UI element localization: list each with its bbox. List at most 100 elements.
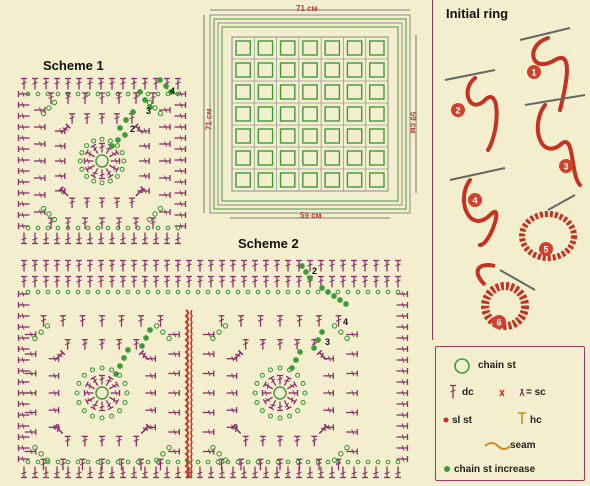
dc-stitch: [131, 466, 137, 479]
dc-stitch: [17, 168, 30, 174]
dc-stitch: [60, 315, 66, 327]
chain-stitch: [395, 289, 401, 295]
dc-stitch: [285, 466, 291, 479]
blanket-border: [209, 14, 411, 214]
dc-stitch: [329, 466, 335, 479]
step-badge: [539, 242, 553, 256]
dc-stitch: [277, 374, 283, 385]
dc-stitch: [17, 456, 30, 462]
chain-stitch: [117, 125, 123, 131]
dc-stitch: [159, 158, 171, 164]
chain-stitch: [79, 150, 85, 156]
hook: [449, 167, 506, 181]
blanket-square: [346, 62, 363, 78]
ring: [519, 211, 577, 261]
chain-stitch: [44, 323, 51, 329]
blanket-square: [279, 128, 296, 144]
chain-stitch: [275, 459, 281, 465]
chain-stitch: [130, 109, 136, 115]
legend-sc-symbol: [519, 388, 524, 397]
dc-stitch: [99, 142, 105, 153]
dc-stitch: [69, 113, 76, 124]
dc-stitch: [99, 92, 105, 104]
dc-stitch: [175, 77, 181, 90]
dc-stitch: [32, 275, 38, 288]
dc-stitch: [296, 315, 303, 327]
chain-stitch: [109, 143, 115, 149]
dc-stitch: [323, 355, 335, 362]
chain-stitch: [113, 371, 119, 377]
chain-stitch: [235, 289, 241, 295]
dc-stitch: [373, 466, 379, 479]
chain-stitch: [365, 459, 371, 465]
chain-stitch: [153, 323, 160, 329]
chain-stitch: [195, 459, 201, 465]
dc-stitch: [362, 275, 368, 288]
dc-stitch: [252, 259, 258, 272]
chain-stitch: [215, 459, 221, 465]
chain-stitch: [155, 225, 161, 231]
dc-stitch: [318, 423, 330, 434]
dc-stitch: [294, 338, 301, 350]
chain-stitch: [105, 91, 111, 97]
dc-stitch: [84, 197, 91, 209]
dc-stitch: [396, 456, 409, 462]
dc-stitch: [168, 429, 180, 435]
dc-stitch: [109, 164, 120, 173]
chain-stitch: [114, 173, 120, 179]
chain-stitch: [25, 91, 31, 97]
ring-title: Initial ring: [446, 6, 509, 21]
dc-stitch: [54, 275, 60, 288]
dc-stitch: [346, 429, 358, 435]
chain-stitch: [99, 180, 105, 186]
chain-stitch: [46, 105, 52, 111]
dc-stitch: [153, 259, 159, 272]
yarn: [461, 178, 499, 247]
dc-stitch: [43, 466, 49, 479]
chain-stitch: [95, 91, 101, 97]
dc-stitch: [135, 186, 146, 197]
chain-stitch: [75, 225, 81, 231]
dc-stitch: [109, 232, 115, 245]
dc-stitch: [168, 409, 180, 416]
dc-stitch: [40, 315, 47, 327]
dc-stitch: [159, 192, 171, 198]
chain-stitch: [145, 459, 151, 465]
chain-stitch: [89, 413, 95, 419]
dc-stitch: [17, 91, 30, 97]
dc-stitch: [226, 424, 238, 431]
chain-stitch: [114, 143, 120, 149]
dc-stitch: [54, 187, 66, 194]
chain-stitch: [95, 225, 101, 231]
dc-stitch: [142, 259, 148, 272]
dc-stitch: [202, 351, 215, 357]
dc-stitch: [109, 149, 120, 158]
dc-stitch: [362, 259, 368, 272]
chain-stitch: [142, 97, 148, 103]
step-badge: [559, 159, 573, 173]
dc-stitch: [17, 113, 30, 119]
blanket-square: [324, 40, 341, 56]
dc-stitch: [335, 315, 342, 327]
chain-stitch: [337, 297, 343, 303]
seam-line: [190, 309, 193, 479]
dc-stitch: [395, 466, 401, 479]
chain-stitch: [157, 77, 163, 83]
dc-stitch: [261, 390, 272, 396]
dc-stitch: [43, 77, 49, 90]
s1-row4-label: 4: [170, 86, 176, 96]
dc-stitch: [48, 424, 60, 431]
dc-stitch: [257, 458, 264, 471]
dc-stitch: [99, 338, 105, 350]
dc-stitch: [318, 466, 324, 479]
blanket-square: [302, 172, 318, 188]
dc-stitch: [323, 424, 335, 431]
dc-stitch: [396, 313, 409, 319]
dc-stitch: [168, 351, 180, 357]
chain-stitch: [32, 444, 38, 451]
dc-stitch: [230, 275, 236, 288]
dc-stitch: [118, 458, 125, 471]
chain-stitch: [81, 372, 87, 378]
blanket-square: [257, 84, 274, 100]
dc-stitch: [307, 466, 313, 479]
